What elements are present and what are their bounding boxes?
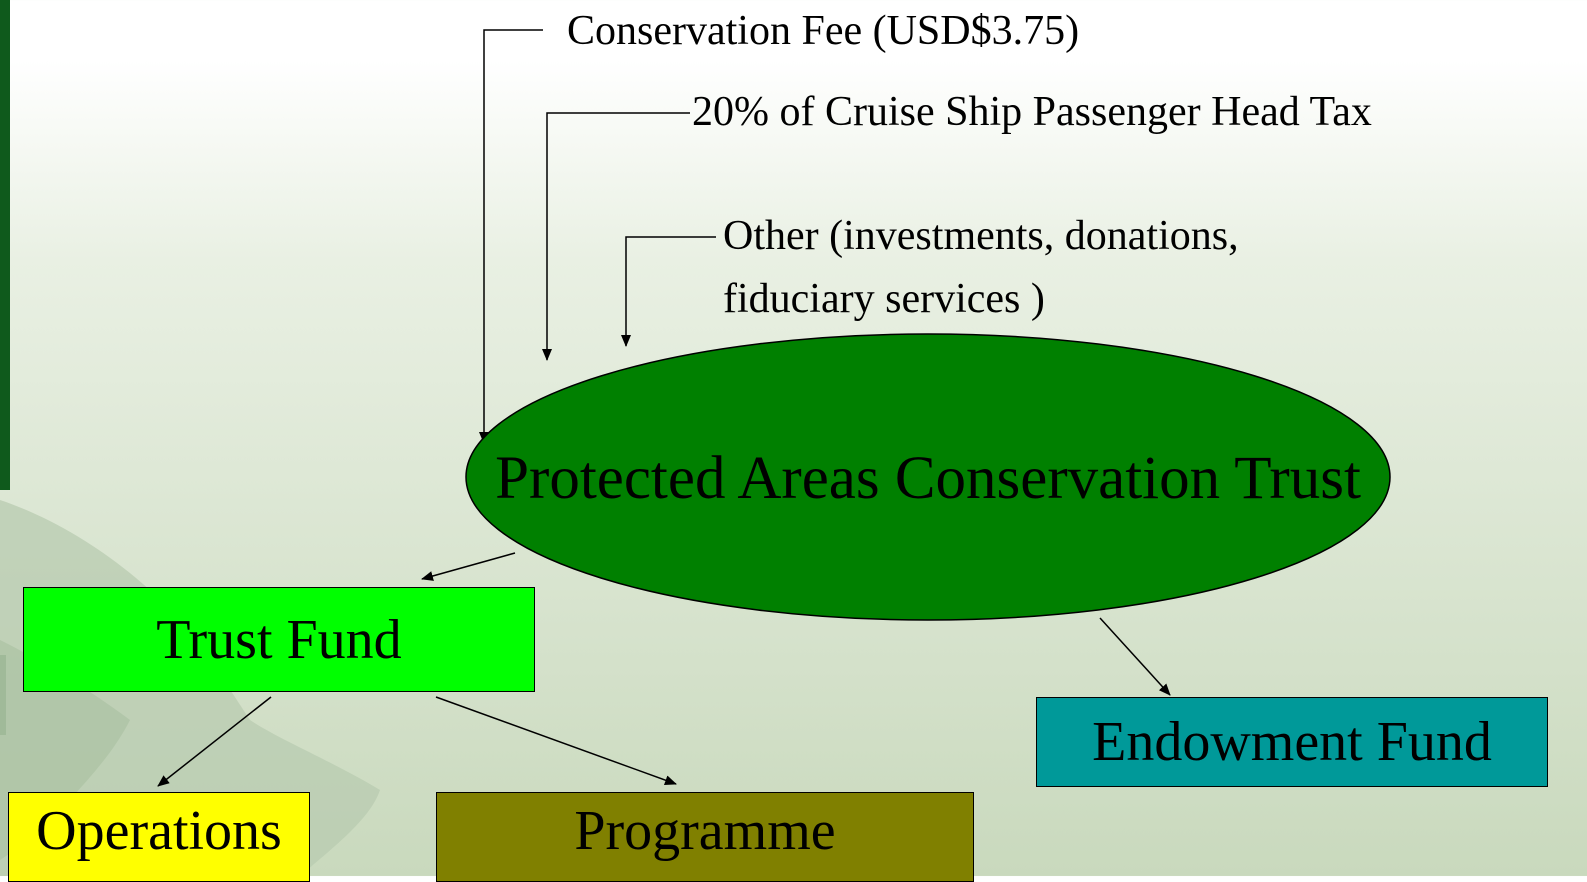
arrow-to-trust-fund [421, 552, 516, 581]
trust-fund-label: Trust Fund [156, 608, 402, 671]
left-edge-band [0, 0, 10, 490]
other-sources-label-line1: Other (investments, donations, [723, 213, 1239, 259]
arrow-to-endowment-fund [1099, 617, 1171, 696]
endowment-fund-box: Endowment Fund [1036, 697, 1548, 787]
conservation-fee-label: Conservation Fee (USD$3.75) [567, 8, 1080, 54]
arrow-other [621, 236, 716, 347]
head-tax-label: 20% of Cruise Ship Passenger Head Tax [692, 89, 1372, 135]
arrow-conservation-fee [479, 29, 543, 444]
trust-title: Protected Areas Conservation Trust [495, 445, 1361, 512]
arrow-head-tax [542, 112, 690, 361]
operations-box: Operations [8, 792, 310, 882]
programme-label: Programme [574, 800, 836, 862]
endowment-fund-label: Endowment Fund [1092, 711, 1492, 773]
other-sources-label-line2: fiduciary services ) [723, 276, 1045, 322]
trust-ellipse [465, 333, 1391, 621]
programme-box: Programme [436, 792, 974, 882]
arrow-to-operations [157, 696, 272, 787]
trust-fund-box: Trust Fund [23, 587, 535, 692]
arrow-to-programme [435, 696, 677, 785]
operations-label: Operations [36, 800, 282, 862]
